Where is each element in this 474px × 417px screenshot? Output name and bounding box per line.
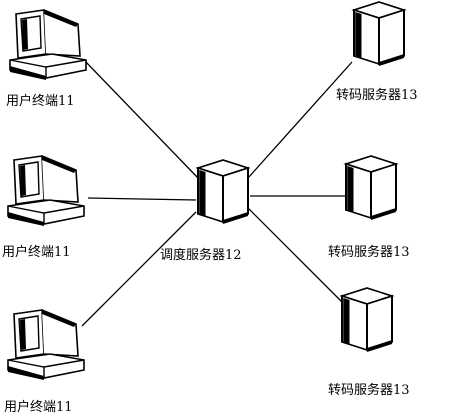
transcoding-server-icon-1 [353,1,405,67]
scheduling-server-label: 调度服务器12 [160,248,242,263]
user-terminal-icon-3 [7,309,85,381]
user-terminal-label-1: 用户终端11 [6,94,75,109]
transcoding-server-label-1: 转码服务器13 [336,88,418,103]
link-terminal-3 [81,211,197,327]
scheduling-server-icon [197,159,249,225]
connection-lines [81,59,353,327]
user-terminal-icon-1 [9,9,87,81]
transcoding-server-icon-3 [341,287,393,353]
user-terminal-icon-2 [7,155,85,227]
link-transcoder-1 [247,61,353,179]
link-terminal-2 [87,197,197,201]
user-terminal-label-3: 用户终端11 [4,400,73,415]
link-terminal-1 [83,59,199,179]
link-transcoder-3 [247,207,343,303]
transcoding-server-label-3: 转码服务器13 [328,383,410,398]
user-terminal-label-2: 用户终端11 [2,245,71,260]
transcoding-server-icon-2 [345,155,397,221]
transcoding-server-label-2: 转码服务器13 [328,245,410,260]
